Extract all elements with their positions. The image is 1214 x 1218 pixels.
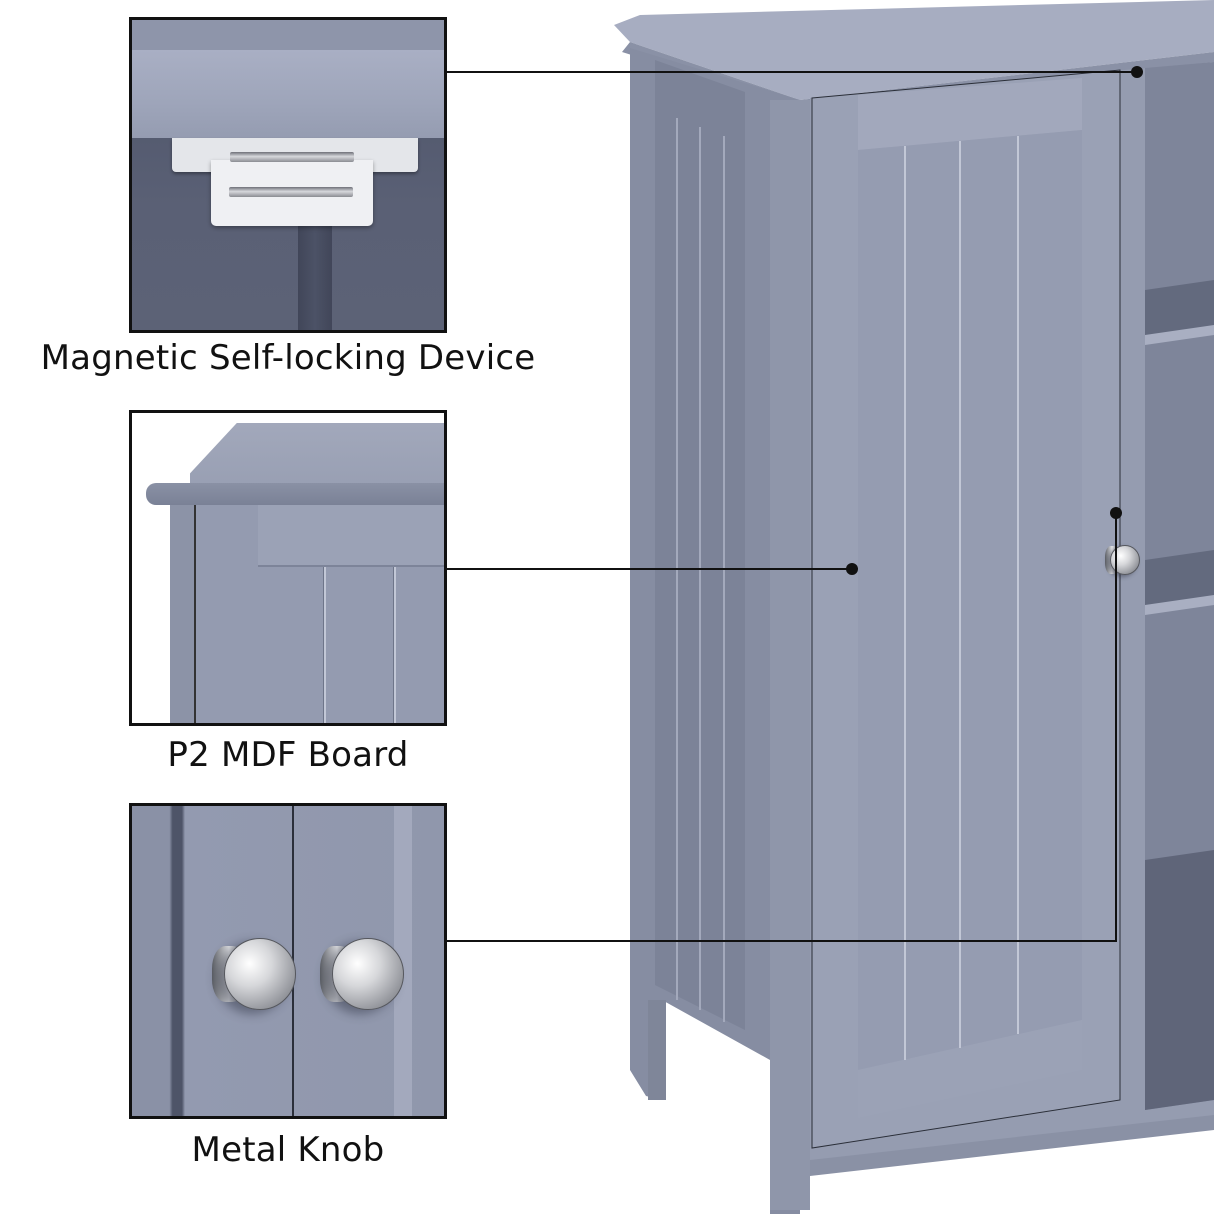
metal-knob-icon bbox=[332, 938, 404, 1010]
callout-dot-icon bbox=[1131, 66, 1143, 78]
metal-knob-caption: Metal Knob bbox=[191, 1130, 385, 1170]
leader-line-metal-knob-vertical bbox=[1115, 513, 1117, 942]
cabinet-side-panel bbox=[170, 505, 194, 723]
cabinet-top-edge bbox=[132, 20, 444, 50]
leader-line-magnetic-lock bbox=[447, 71, 1137, 73]
magnet-strip-icon bbox=[229, 187, 353, 197]
leader-line-metal-knob bbox=[447, 940, 1117, 942]
callout-dot-icon bbox=[1110, 507, 1122, 519]
cabinet-door-panel bbox=[194, 505, 444, 723]
door-top-rail bbox=[258, 505, 444, 567]
magnetic-lock-detail-image bbox=[129, 17, 447, 333]
magnet-strip-icon bbox=[230, 152, 354, 162]
metal-knob-detail-image bbox=[129, 803, 447, 1119]
door-groove bbox=[394, 567, 396, 723]
door-groove bbox=[324, 567, 326, 723]
mdf-board-detail-image bbox=[129, 410, 447, 726]
cabinet-product-image bbox=[600, 0, 1214, 1214]
cabinet-divider-post bbox=[298, 210, 332, 330]
door-stile bbox=[394, 806, 412, 1116]
mdf-board-caption: P2 MDF Board bbox=[167, 735, 409, 775]
callout-dot-icon bbox=[846, 563, 858, 575]
cabinet-illustration bbox=[614, 0, 1214, 1214]
leader-line-mdf-board bbox=[447, 568, 852, 570]
magnetic-lock-caption: Magnetic Self-locking Device bbox=[40, 338, 536, 378]
cabinet-top-edge bbox=[146, 483, 444, 505]
metal-knob-icon bbox=[224, 938, 296, 1010]
cabinet-top-panel bbox=[132, 50, 444, 138]
